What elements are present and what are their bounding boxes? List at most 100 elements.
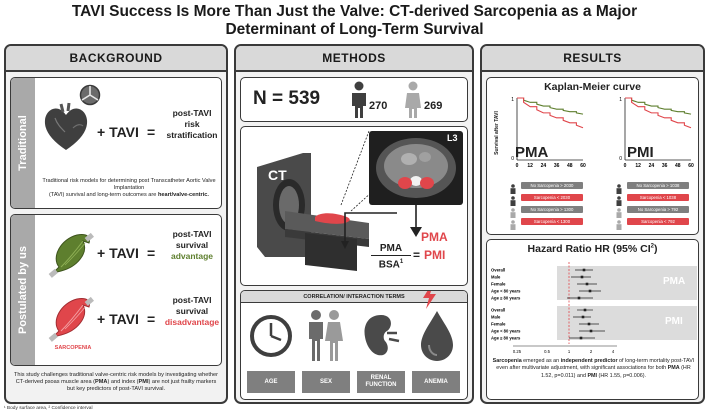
heart-icon: [44, 102, 88, 150]
male-figure-icon: [615, 193, 623, 206]
km-y-tick: 1: [619, 97, 622, 103]
traditional-equals: =: [147, 124, 156, 140]
bend-arrow-icon: [341, 212, 397, 249]
hr-point: [582, 268, 586, 272]
km-x-tick: 60: [580, 163, 586, 169]
methods-panel: METHODS N = 539 270 269 CT: [234, 44, 474, 404]
pma-label: PMA: [421, 230, 448, 244]
page-title-line2: Determinant of Long-Term Survival: [225, 21, 484, 38]
hr-group-band-pmi: [557, 306, 697, 340]
km-series-line: [517, 97, 584, 129]
disadvantage-outcome: post-TAVI survival disadvantage: [164, 295, 220, 327]
km-legend-item: Sarcopenia < 2030: [521, 194, 583, 201]
male-figure-icon: [509, 193, 517, 206]
l3-label: L3: [447, 133, 458, 143]
km-x-tick: 0: [624, 163, 627, 169]
hr-row-label: Female: [491, 322, 506, 327]
km-legend-item: No Sarcopenia > 2030: [521, 182, 583, 189]
km-x-tick: 36: [554, 163, 560, 169]
hr-row-label: Age ≥ 80 years: [491, 336, 521, 341]
km-y-tick: 1: [511, 97, 514, 103]
km-legend-item: Sarcopenia < 1038: [627, 194, 689, 201]
postulated-box: Postulated by us + TAVI = post-TAVI surv…: [10, 214, 222, 366]
km-box: Kaplan-Meier curve Survival after TAVI 1…: [486, 77, 699, 235]
hr-x-tick: 1: [568, 349, 571, 354]
blood-drop-icon: [421, 311, 453, 361]
km-x-tick: 36: [662, 163, 668, 169]
hr-row-label: Age ≥ 80 years: [491, 296, 521, 301]
healthy-muscle-icon: [48, 232, 94, 278]
male-figure-icon: [509, 181, 517, 194]
km-legend-item: No Sarcopenia > 1300: [521, 206, 583, 213]
female-count: 269: [424, 100, 443, 112]
page-title-line1: TAVI Success Is More Than Just the Valve…: [71, 3, 638, 20]
km-series-line: [517, 97, 584, 115]
hr-conclusion: Sarcopenia emerged as an independent pre…: [492, 358, 695, 379]
sarcopenic-muscle-icon: [48, 296, 94, 342]
female-figure-icon: [405, 81, 421, 118]
cohort-box: N = 539 270 269: [240, 77, 468, 122]
term-age: AGE: [247, 371, 295, 393]
male-figure-icon: [352, 81, 366, 118]
hr-row-label: Age < 80 years: [491, 329, 521, 334]
female-figure-icon: [509, 217, 517, 230]
advantage-plus-tavi: + TAVI: [97, 245, 139, 261]
postulated-tab: Postulated by us: [11, 215, 35, 365]
disadvantage-equals: =: [147, 311, 156, 327]
km-x-tick: 12: [635, 163, 641, 169]
female-figure-icon: [615, 217, 623, 230]
valve-icon: [79, 84, 101, 106]
hr-point: [587, 322, 591, 326]
km-x-tick: 0: [516, 163, 519, 169]
hr-point: [583, 308, 587, 312]
background-heading: BACKGROUND: [6, 46, 226, 72]
footnote: ¹ Body surface area, ² Confidence interv…: [4, 406, 93, 411]
hr-point: [577, 296, 581, 300]
advantage-outcome: post-TAVI survival advantage: [170, 229, 214, 261]
ct-label: CT: [268, 167, 287, 183]
km-legend-item: Sarcopenia < 792: [627, 218, 689, 225]
background-panel: BACKGROUND Traditional + TAVI = post-TAV…: [4, 44, 228, 404]
results-panel: RESULTS Kaplan-Meier curve Survival afte…: [480, 44, 705, 404]
km-y-tick: 0: [619, 156, 622, 162]
term-sex: SEX: [302, 371, 350, 393]
kidney-icon: [364, 315, 400, 356]
km-legend-item: No Sarcopenia > 1038: [627, 182, 689, 189]
hr-x-tick: 4: [612, 349, 615, 354]
hr-group-pma: PMA: [663, 276, 686, 287]
km-title: Kaplan-Meier curve: [544, 81, 641, 93]
pmi-label: PMI: [424, 248, 446, 262]
pma-arrow-icon: [410, 205, 422, 237]
hr-point: [580, 275, 584, 279]
traditional-plus-tavi: + TAVI: [97, 124, 139, 140]
km-x-tick: 24: [541, 163, 547, 169]
results-heading: RESULTS: [482, 46, 703, 72]
interaction-lightning-icon: [423, 291, 436, 309]
hr-group-band-pma: [557, 266, 697, 300]
hr-x-tick: 0.5: [544, 349, 550, 354]
hr-point: [588, 289, 592, 293]
km-y-tick: 0: [511, 156, 514, 162]
hr-point: [579, 336, 583, 340]
km-legend-item: Sarcopenia < 1300: [521, 218, 583, 225]
study-description: This study challenges traditional valve-…: [14, 372, 218, 392]
pmi-equals: =: [413, 248, 421, 262]
km-x-tick: 48: [567, 163, 573, 169]
term-renal-function: RENAL FUNCTION: [357, 371, 405, 393]
km-x-tick: 60: [688, 163, 694, 169]
hr-row-label: Male: [491, 315, 501, 320]
male-figure-icon: [615, 181, 623, 194]
km-pmi-label: PMI: [627, 144, 654, 161]
hr-row-label: Male: [491, 275, 501, 280]
km-series-line: [625, 97, 692, 115]
traditional-outcome: post-TAVI risk stratification: [166, 108, 218, 140]
hr-point: [581, 315, 585, 319]
traditional-description: Traditional risk models for determining …: [42, 178, 216, 198]
hr-row-label: Female: [491, 282, 506, 287]
cohort-size: N = 539: [253, 88, 321, 109]
